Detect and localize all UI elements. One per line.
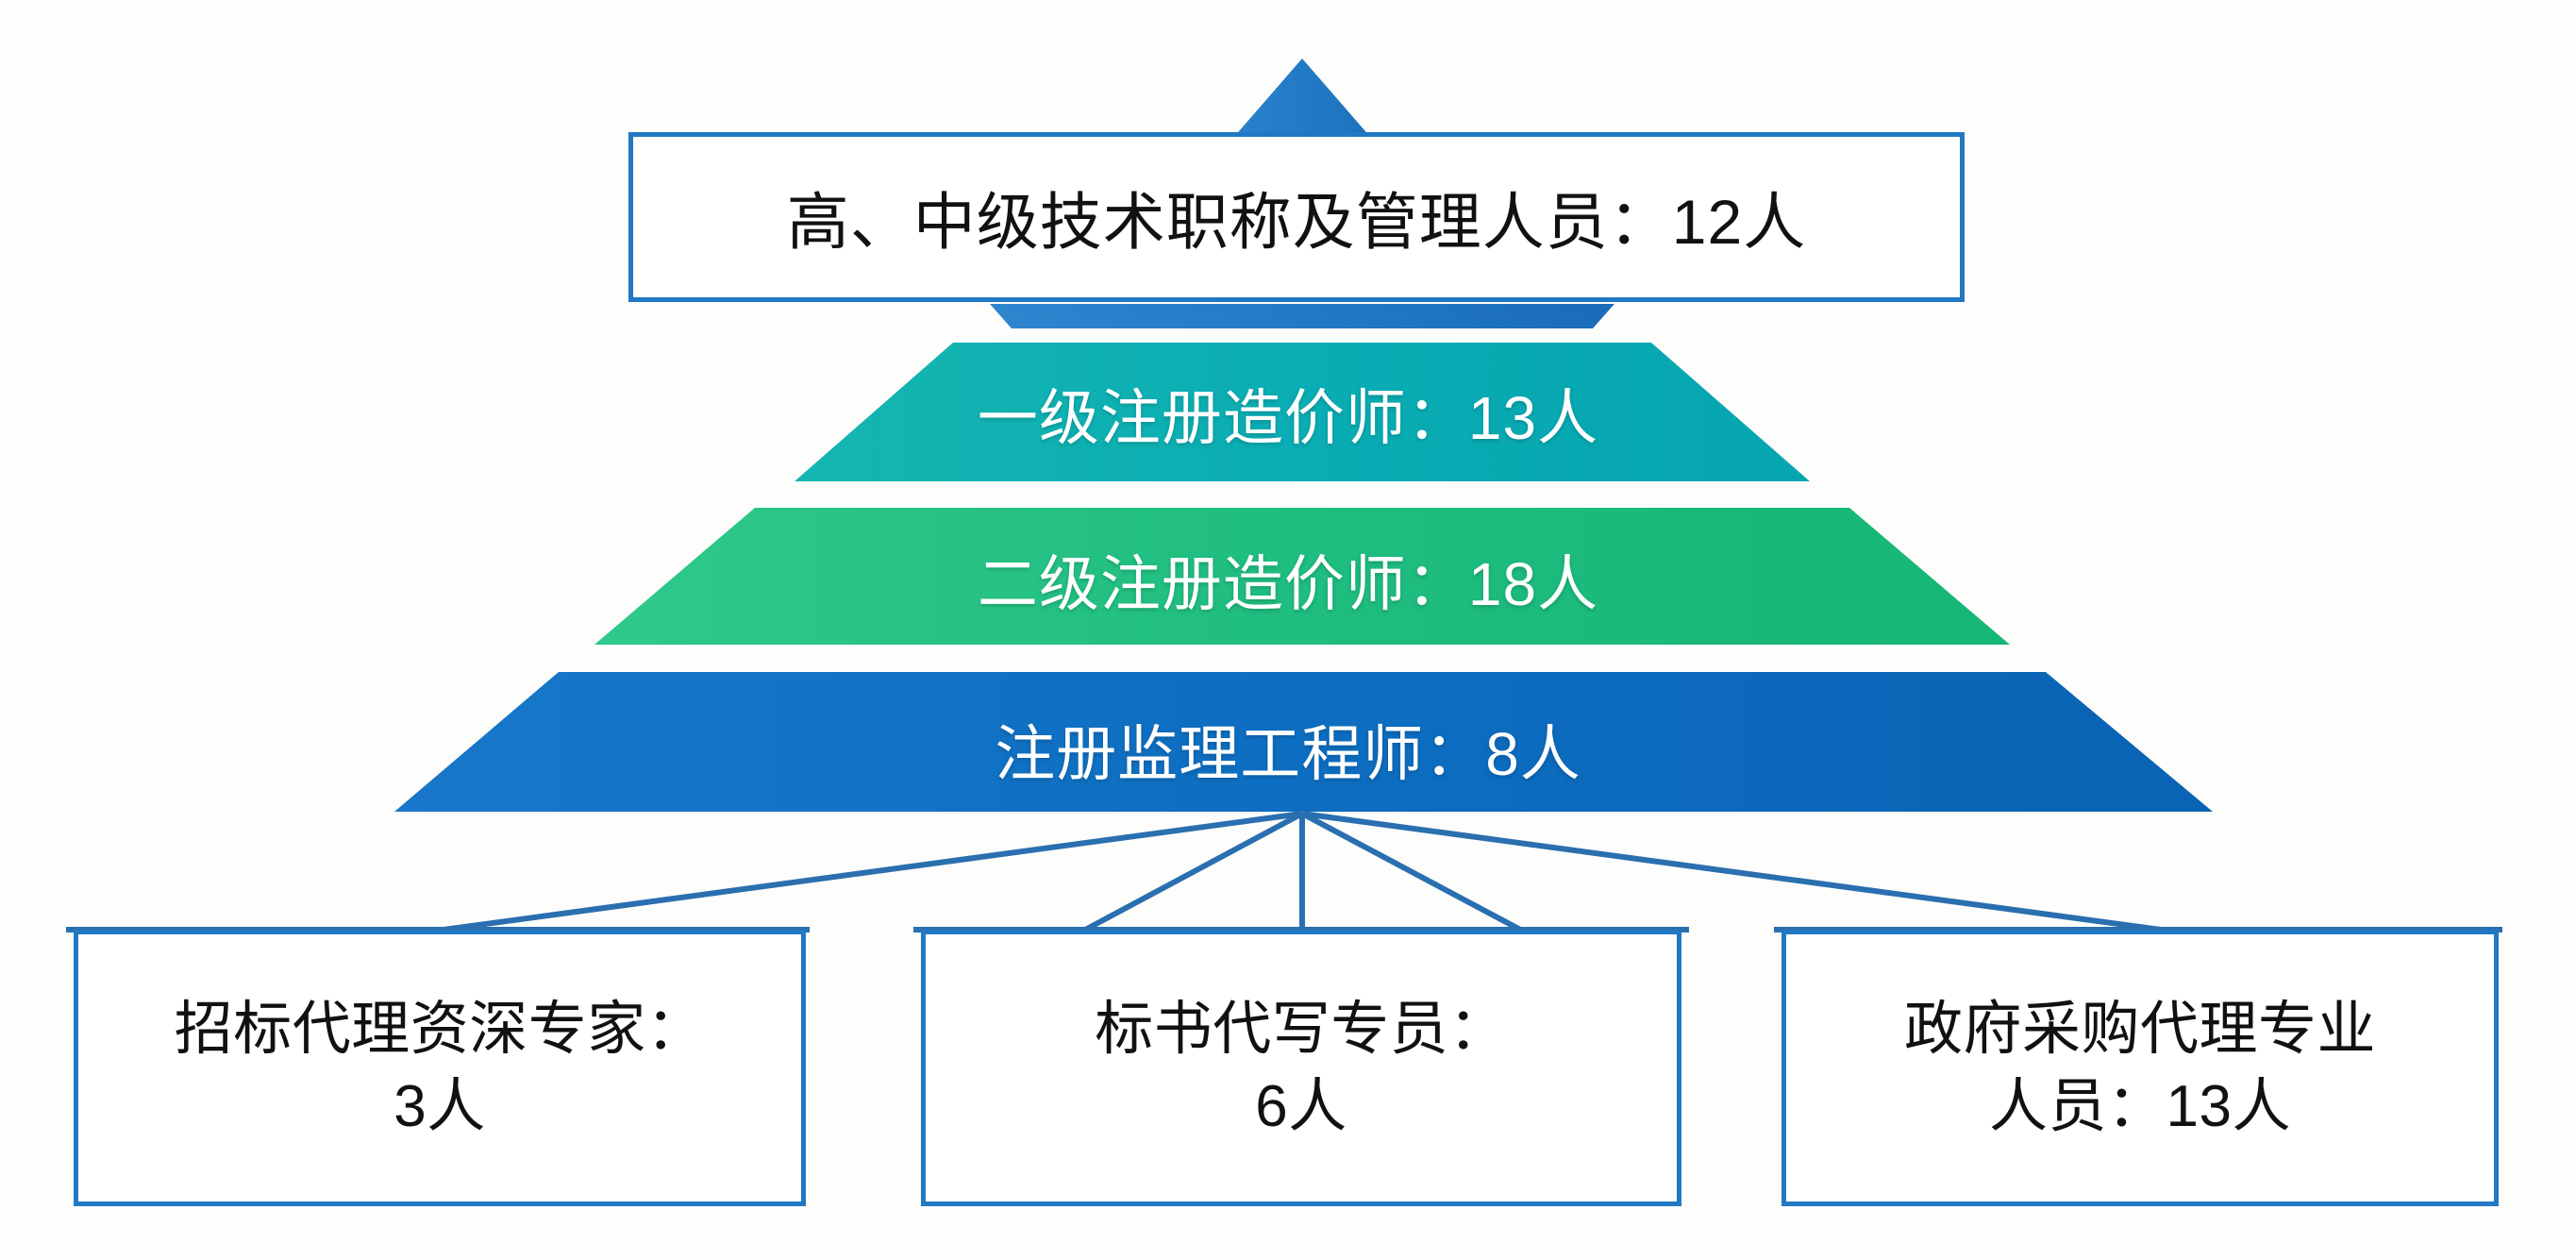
connector-left-line (443, 811, 1303, 932)
leaf-box-1-text: 标书代写专员： 6人 (1095, 991, 1508, 1146)
connector-lines-visible (66, 811, 2502, 932)
leaf-box-0-line2: 3人 (393, 1073, 486, 1139)
leaf-box-2-line2: 人员：13人 (1989, 1073, 2291, 1139)
leaf-box-bid-writing-specialist[interactable]: 标书代写专员： 6人 (921, 930, 1681, 1206)
connector-right-line (1301, 811, 2162, 932)
leaf-box-1-line2: 6人 (1255, 1073, 1347, 1139)
leaf-box-0-line1: 招标代理资深专家： (174, 996, 706, 1062)
pyramid-tier-3 (394, 672, 2213, 812)
pyramid-tier-1 (795, 343, 1810, 481)
leaf-box-0-text: 招标代理资深专家： 3人 (175, 991, 706, 1146)
leaf-box-2-line1: 政府采购代理专业 (1903, 996, 2376, 1062)
leaf-box-2-text: 政府采购代理专业 人员：13人 (1904, 991, 2376, 1146)
leaf-box-1-line1: 标书代写专员： (1095, 996, 1508, 1062)
pyramid-apex-base (990, 304, 1614, 328)
top-title-box[interactable]: 高、中级技术职称及管理人员：12人 (628, 132, 1965, 302)
pyramid-tier-2 (594, 508, 2010, 645)
top-title-box-label: 高、中级技术职称及管理人员：12人 (786, 187, 1807, 257)
leaf-box-bid-agency-expert[interactable]: 招标代理资深专家： 3人 (74, 930, 806, 1206)
leaf-box-government-procurement-agent[interactable]: 政府采购代理专业 人员：13人 (1781, 930, 2499, 1206)
